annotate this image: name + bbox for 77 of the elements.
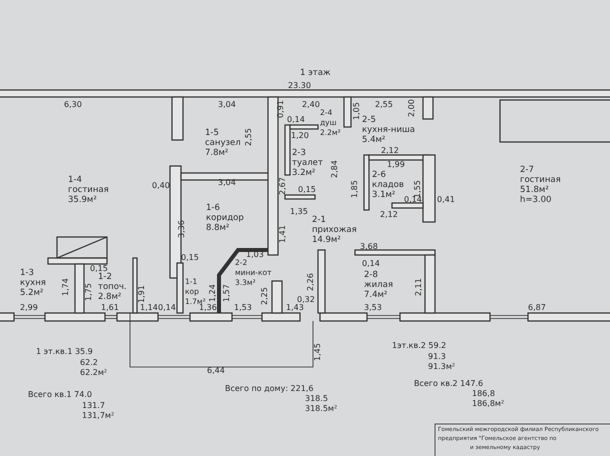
area-note: 1эт.кв.2 59.2	[392, 341, 446, 350]
dimension-label: 1,91	[137, 285, 146, 303]
dimension-label: 1,75	[84, 283, 93, 301]
dimension-label: 23.30	[288, 81, 311, 90]
area-note: 91.3м²	[428, 362, 456, 371]
area-note: 186,8	[472, 389, 495, 398]
dimension-label: 2,99	[20, 303, 38, 312]
area-note: 131.7	[82, 401, 105, 410]
dimension-label: 3,53	[364, 303, 382, 312]
dimension-label: 2,25	[260, 287, 269, 305]
dimension-label: 3,68	[360, 242, 378, 251]
dimension-label: 2,11	[414, 278, 423, 296]
room-label: 1-5 санузел 7.8м²	[205, 128, 241, 158]
dimension-label: 1,41	[278, 225, 287, 243]
dimension-label: 1,43	[286, 303, 304, 312]
dimension-label: 2,12	[381, 146, 399, 155]
dimension-label: 1,61	[101, 303, 119, 312]
area-note: Всего по дому: 221,6	[225, 384, 314, 393]
dimension-label: 1,53	[234, 303, 252, 312]
room-label: 1-3 кухня 5.2м²	[20, 268, 46, 298]
area-note: 91.3	[428, 352, 446, 361]
room-label: 2-7 гостиная 51.8м² h=3.00	[520, 165, 561, 205]
dimension-label: 2,26	[306, 273, 315, 291]
dimension-label: 2,84	[330, 160, 339, 178]
dimension-label: 6,30	[64, 100, 82, 109]
dimension-label: 3,04	[218, 178, 236, 187]
room-label: 2-6 кладов 3.1м²	[372, 170, 404, 200]
room-label: 2-8 жилая 7.4м²	[364, 270, 393, 300]
area-note: 1 эт.кв.1 35.9	[36, 347, 93, 356]
dimension-label: 2,00	[407, 99, 416, 117]
dimension-label: 2,12	[380, 210, 398, 219]
dimension-label: 2,55	[244, 128, 253, 146]
dimension-label: 6,44	[207, 366, 225, 375]
dimension-label: 1,57	[222, 284, 231, 302]
dimension-label: 1,36	[199, 303, 217, 312]
area-note: 186,8м²	[472, 399, 504, 408]
dimension-label: 2,40	[302, 100, 320, 109]
room-label: 1-4 гостиная 35.9м²	[68, 175, 109, 205]
area-note: 131,7м²	[82, 411, 114, 420]
dimension-label: 1,03	[246, 250, 264, 259]
dimension-label: 1,85	[350, 180, 359, 198]
dimension-label: 3,04	[218, 100, 236, 109]
dimension-label: 0,14	[362, 259, 380, 268]
dimension-label: 1,45	[313, 343, 322, 361]
dimension-label: 3,36	[177, 220, 186, 238]
dimension-label: 1,99	[387, 160, 405, 169]
dimension-label: 0,15	[298, 185, 316, 194]
room-label: 2-1 прихожая 14.9м²	[312, 215, 357, 245]
dimension-label: 1,74	[61, 278, 70, 296]
dimension-label: 1,20	[291, 131, 309, 140]
area-note: 62.2м²	[80, 368, 108, 377]
dimension-label: 1,05	[352, 102, 361, 120]
area-note: Всего кв.1 74.0	[28, 390, 92, 399]
room-label: 1-6 коридор 8.8м²	[206, 203, 244, 233]
dimension-label: 0,15	[181, 253, 199, 262]
dimension-label: 0,40	[152, 181, 170, 190]
area-note: 318.5м²	[305, 404, 338, 413]
room-label: 2-5 кухня-ниша 5.4м²	[362, 115, 416, 145]
dimension-label: 1,55	[413, 180, 422, 198]
dimension-label: 0,14	[287, 115, 305, 124]
room-label: 1-2 топоч. 2.8м²	[98, 272, 127, 302]
room-label: 2-3 туалет 3.2м²	[292, 148, 323, 178]
dimension-label: 1,35	[290, 207, 308, 216]
area-note: Всего кв.2 147.6	[414, 379, 484, 388]
dimension-label: 0,15	[90, 264, 108, 273]
dimension-label: 2,67	[278, 177, 287, 195]
dimension-label: 0,41	[437, 195, 455, 204]
area-note: 318.5	[305, 394, 328, 403]
area-note: 62.2	[80, 358, 98, 367]
dimension-label: 0,14	[158, 303, 176, 312]
dimension-label: 6,87	[528, 303, 546, 312]
floor-title: 1 этаж	[300, 68, 331, 78]
dimension-label: 1,24	[208, 284, 217, 302]
dimension-label: 0,32	[297, 295, 315, 304]
dimension-label: 1,14	[140, 303, 158, 312]
dimension-label: 2,55	[375, 100, 393, 109]
dimension-label: 0,91	[276, 100, 285, 118]
